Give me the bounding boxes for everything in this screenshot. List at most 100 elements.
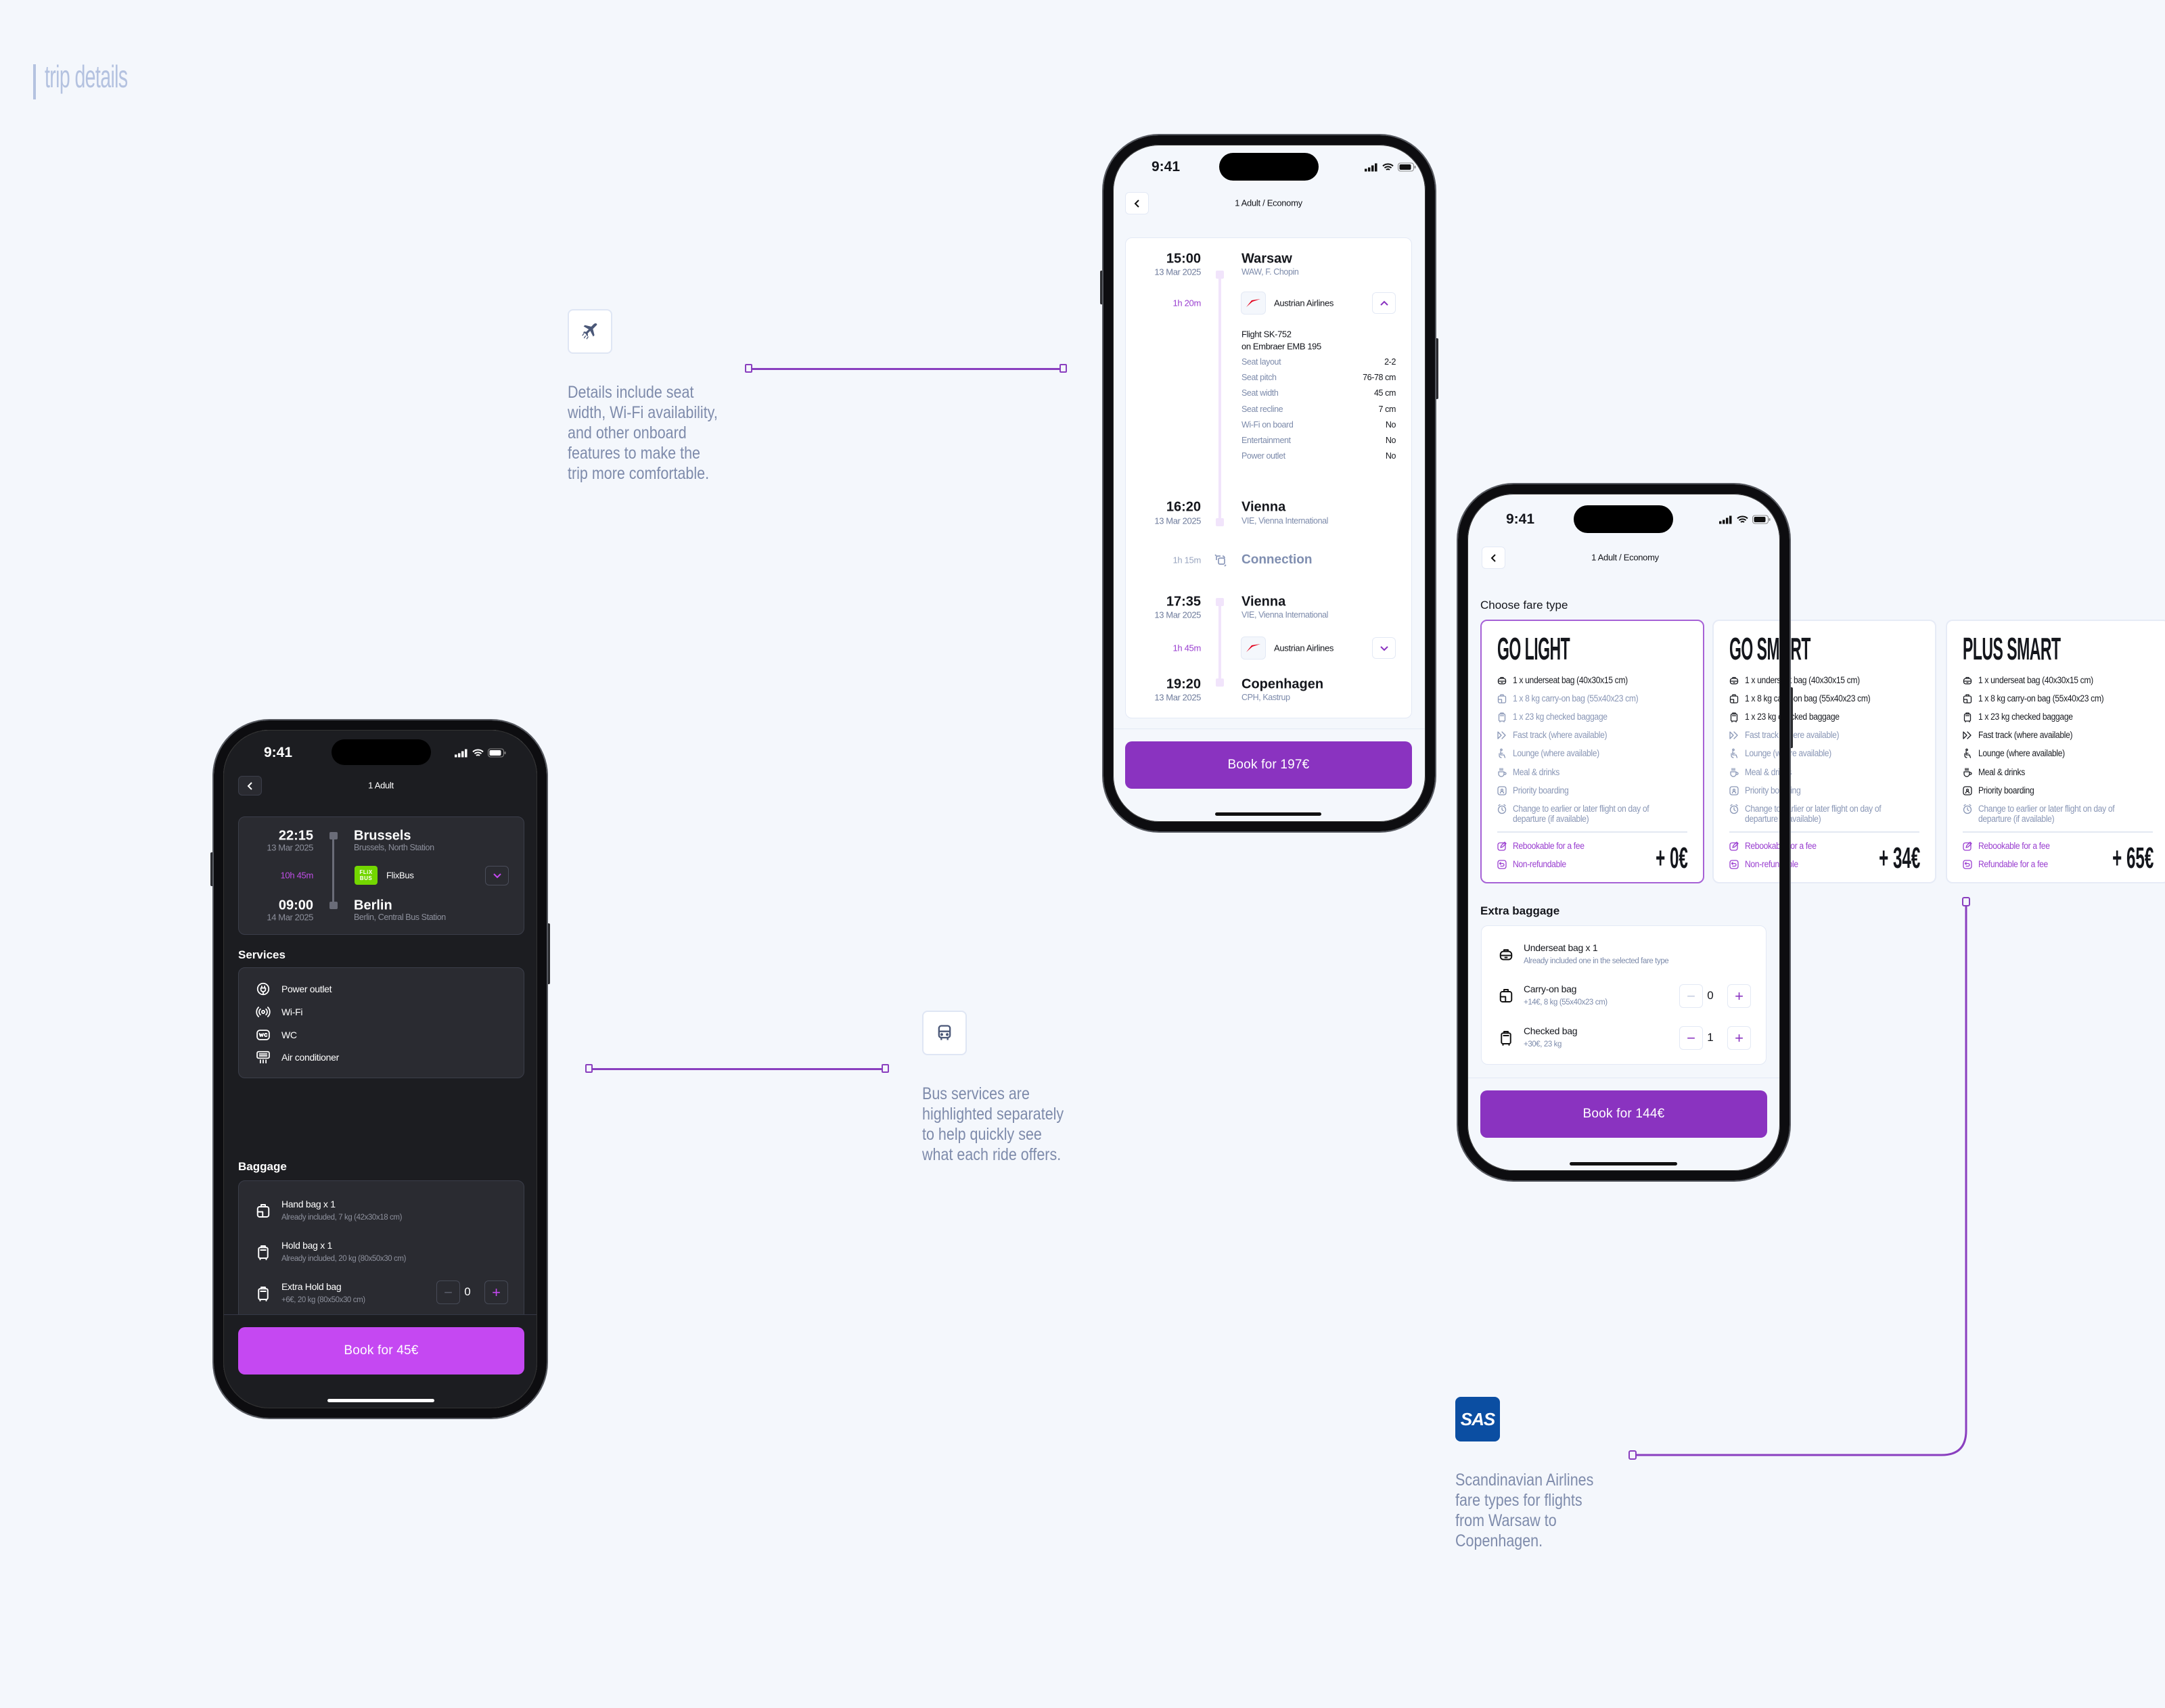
quantity-value: 0 bbox=[464, 1285, 471, 1298]
decrease-button[interactable]: − bbox=[436, 1280, 460, 1304]
fare-feature-text: Priority boarding bbox=[1513, 785, 1569, 795]
checked-bag-icon bbox=[1730, 712, 1738, 722]
sas-logo-text: SAS bbox=[1460, 1408, 1495, 1429]
fare-price: + 65€ bbox=[2112, 841, 2153, 875]
wc-icon bbox=[256, 1029, 270, 1040]
divider bbox=[1963, 831, 2153, 833]
fare-feature: 1 x underseat bag (40x30x15 cm) bbox=[1962, 675, 2158, 686]
service-icon bbox=[256, 1028, 271, 1046]
timeline-dot bbox=[329, 902, 338, 909]
refund-icon bbox=[1497, 860, 1507, 869]
services-card bbox=[238, 967, 524, 1078]
fare-feature-text: Priority boarding bbox=[1745, 785, 1801, 795]
signal-icon bbox=[455, 749, 468, 757]
edit-icon bbox=[1963, 841, 1972, 851]
book-button[interactable]: Book for 197€ bbox=[1125, 741, 1412, 789]
connector-line bbox=[748, 368, 1062, 370]
timeline-line bbox=[1218, 602, 1221, 683]
fare-feature-text: Change to earlier or later flight on day… bbox=[1513, 804, 1649, 824]
priority-boarding-icon bbox=[1729, 786, 1739, 795]
quantity-value: 1 bbox=[1707, 1031, 1714, 1044]
fare-feature-text: Meal & drinks bbox=[1745, 767, 1792, 777]
lounge-icon bbox=[1964, 748, 1972, 758]
arrival-date: 14 Mar 2025 bbox=[267, 912, 313, 923]
fare-policy-text: Rebookable for a fee bbox=[1513, 841, 1585, 851]
timeline-dot bbox=[1216, 678, 1224, 687]
carry-on-bag-icon bbox=[1497, 694, 1507, 703]
increase-button[interactable]: + bbox=[1727, 1026, 1751, 1050]
back-button[interactable] bbox=[1125, 192, 1149, 214]
spec-value: 2-2 bbox=[1384, 357, 1396, 367]
dynamic-island bbox=[1219, 153, 1319, 181]
fare-feature: Priority boarding bbox=[1497, 785, 1693, 796]
baggage-item-icon bbox=[255, 1244, 271, 1264]
volume-button bbox=[1100, 271, 1103, 304]
page-title: trip details bbox=[45, 59, 128, 94]
chevron-down-icon bbox=[493, 873, 501, 879]
fare-feature-text: Meal & drinks bbox=[1978, 767, 2025, 777]
checked-bag-icon bbox=[1501, 1031, 1511, 1046]
fare-name: GO SMART bbox=[1729, 631, 1810, 666]
departure-date: 13 Mar 2025 bbox=[267, 842, 313, 853]
connector-endpoint bbox=[1059, 364, 1067, 373]
baggage-item-detail: +14€, 8 kg (55x40x23 cm) bbox=[1524, 998, 1608, 1007]
fare-feature: Meal & drinks bbox=[1497, 767, 1693, 778]
flight-number: Flight SK-752 bbox=[1241, 329, 1292, 340]
status-icons bbox=[1365, 162, 1416, 172]
book-button[interactable]: Book for 144€ bbox=[1480, 1090, 1767, 1138]
status-time: 9:41 bbox=[1506, 511, 1535, 527]
arrival-city: Vienna bbox=[1241, 499, 1286, 515]
expand-details-button[interactable] bbox=[1372, 637, 1396, 659]
clock-icon bbox=[1963, 804, 1972, 814]
wifi-icon bbox=[256, 1007, 271, 1017]
underseat-bag-icon bbox=[1963, 676, 1972, 685]
connector-endpoint bbox=[1628, 1450, 1637, 1460]
fare-feature: Change to earlier or later flight on day… bbox=[1729, 804, 1925, 824]
book-button[interactable]: Book for 45€ bbox=[238, 1327, 524, 1375]
fare-feature: 1 x 8 kg carry-on bag (55x40x23 cm) bbox=[1729, 693, 1925, 704]
service-icon bbox=[256, 1050, 271, 1068]
arrival-time: 19:20 bbox=[1166, 676, 1201, 692]
chevron-left-icon bbox=[1134, 199, 1139, 208]
fast-track-icon bbox=[1729, 731, 1738, 739]
dynamic-island bbox=[332, 739, 431, 765]
fare-policy: Refundable for a fee bbox=[1962, 859, 2158, 870]
wifi-icon bbox=[1382, 163, 1394, 170]
back-button[interactable] bbox=[1482, 547, 1505, 569]
back-button[interactable] bbox=[238, 776, 262, 795]
aircraft-type: on Embraer EMB 195 bbox=[1241, 341, 1321, 352]
fare-policy: Non-refundable bbox=[1497, 859, 1693, 870]
expand-details-button[interactable] bbox=[485, 866, 509, 885]
departure-city: Brussels bbox=[354, 828, 411, 844]
service-label: Air conditioner bbox=[281, 1052, 339, 1063]
clock-icon bbox=[1497, 804, 1507, 814]
spec-label: Wi-Fi on board bbox=[1241, 419, 1294, 430]
chevron-up-icon bbox=[1380, 300, 1388, 306]
service-label: Power outlet bbox=[281, 984, 332, 994]
fare-feature-text: Fast track (where available) bbox=[1745, 730, 1840, 740]
decrease-button[interactable]: − bbox=[1679, 984, 1703, 1008]
baggage-item-name: Underseat bag x 1 bbox=[1524, 942, 1598, 953]
plus-icon: + bbox=[492, 1283, 501, 1301]
baggage-item-icon bbox=[1498, 988, 1514, 1007]
divider bbox=[1729, 831, 1919, 833]
fare-feature: Fast track (where available) bbox=[1962, 730, 2158, 741]
collapse-details-button[interactable] bbox=[1372, 292, 1396, 314]
passenger-class-title: 1 Adult / Economy bbox=[1235, 198, 1302, 208]
increase-button[interactable]: + bbox=[1727, 984, 1751, 1008]
flixbus-logo: FLiX BUS bbox=[355, 866, 378, 885]
fare-feature-text: 1 x underseat bag (40x30x15 cm) bbox=[1745, 675, 1860, 685]
departure-station: Brussels, North Station bbox=[354, 843, 434, 852]
fare-policy-text: Rebookable for a fee bbox=[1978, 841, 2050, 851]
increase-button[interactable]: + bbox=[484, 1280, 508, 1304]
connection-label: Connection bbox=[1241, 553, 1313, 567]
spec-label: Power outlet bbox=[1241, 451, 1285, 461]
fare-card-go-smart[interactable]: GO SMART 1 x underseat bag (40x30x15 cm) 1… bbox=[1712, 620, 1936, 883]
quantity-value: 0 bbox=[1707, 989, 1714, 1002]
decrease-button[interactable]: − bbox=[1679, 1026, 1703, 1050]
fare-feature: Change to earlier or later flight on day… bbox=[1497, 804, 1693, 824]
departure-time: 17:35 bbox=[1166, 594, 1201, 609]
refund-icon bbox=[1963, 860, 1972, 869]
